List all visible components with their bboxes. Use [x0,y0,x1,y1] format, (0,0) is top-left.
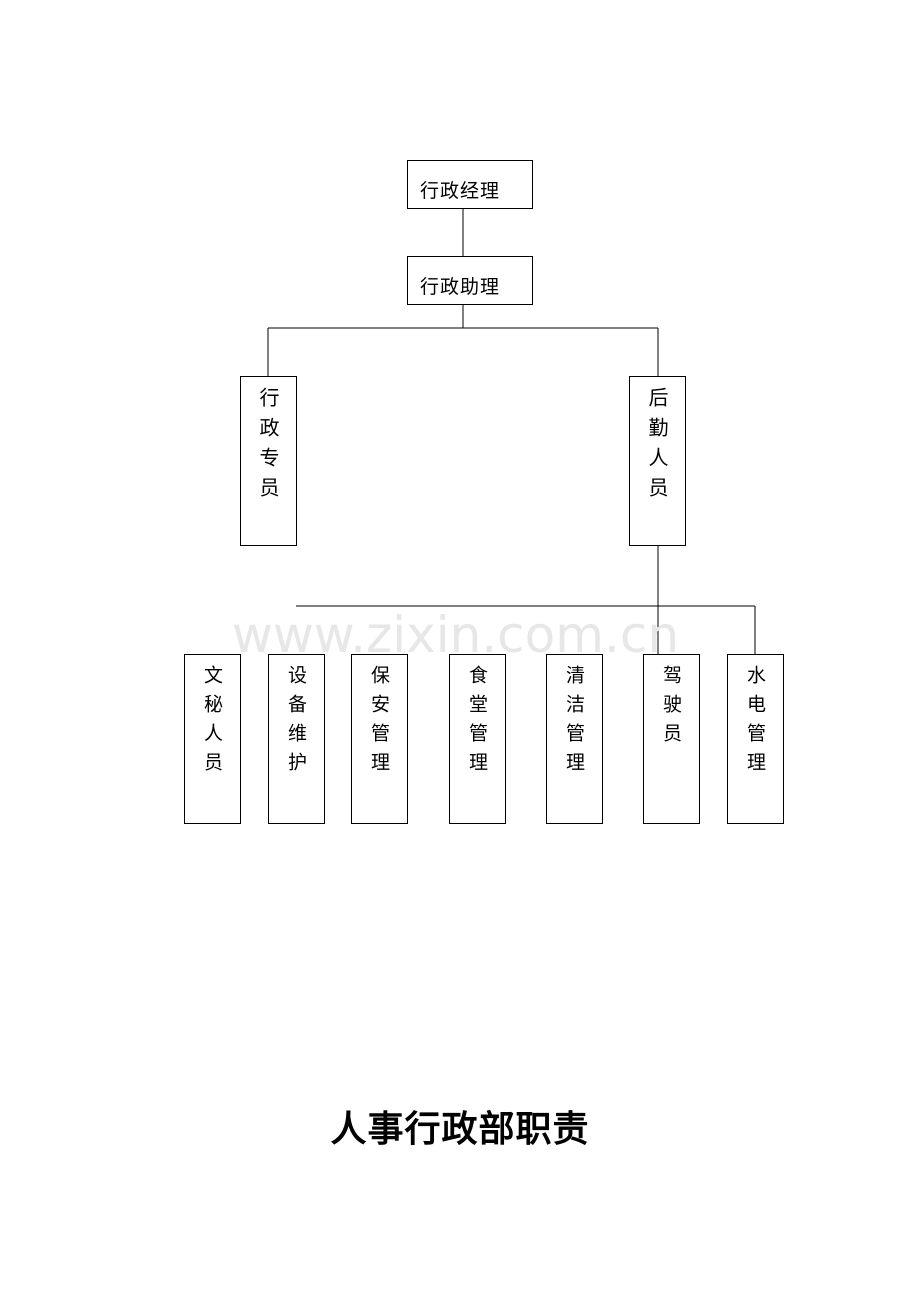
box-utilities: 水电管理 [727,654,784,824]
label-utilities: 水电管理 [744,665,766,781]
box-admin-staff: 行政专员 [240,376,297,546]
box-security: 保安管理 [351,654,408,824]
box-admin-manager: 行政经理 [407,160,533,209]
label-driver: 驾驶员 [660,665,682,752]
label-admin-assistant: 行政助理 [420,276,501,298]
label-cleaning: 清洁管理 [563,665,585,781]
label-equipment-maintenance: 设备维护 [285,665,307,781]
label-admin-manager: 行政经理 [420,180,501,202]
label-canteen: 食堂管理 [466,665,488,781]
box-driver: 驾驶员 [643,654,700,824]
section-title: 人事行政部职责 [330,1108,590,1150]
label-admin-staff: 行政专员 [256,387,280,507]
box-admin-assistant: 行政助理 [407,256,533,305]
box-cleaning: 清洁管理 [546,654,603,824]
box-canteen: 食堂管理 [449,654,506,824]
box-logistics-staff: 后勤人员 [629,376,686,546]
box-secretary: 文秘人员 [184,654,241,824]
label-secretary: 文秘人员 [201,665,223,781]
label-security: 保安管理 [368,665,390,781]
label-logistics-staff: 后勤人员 [645,387,669,507]
box-equipment-maintenance: 设备维护 [268,654,325,824]
